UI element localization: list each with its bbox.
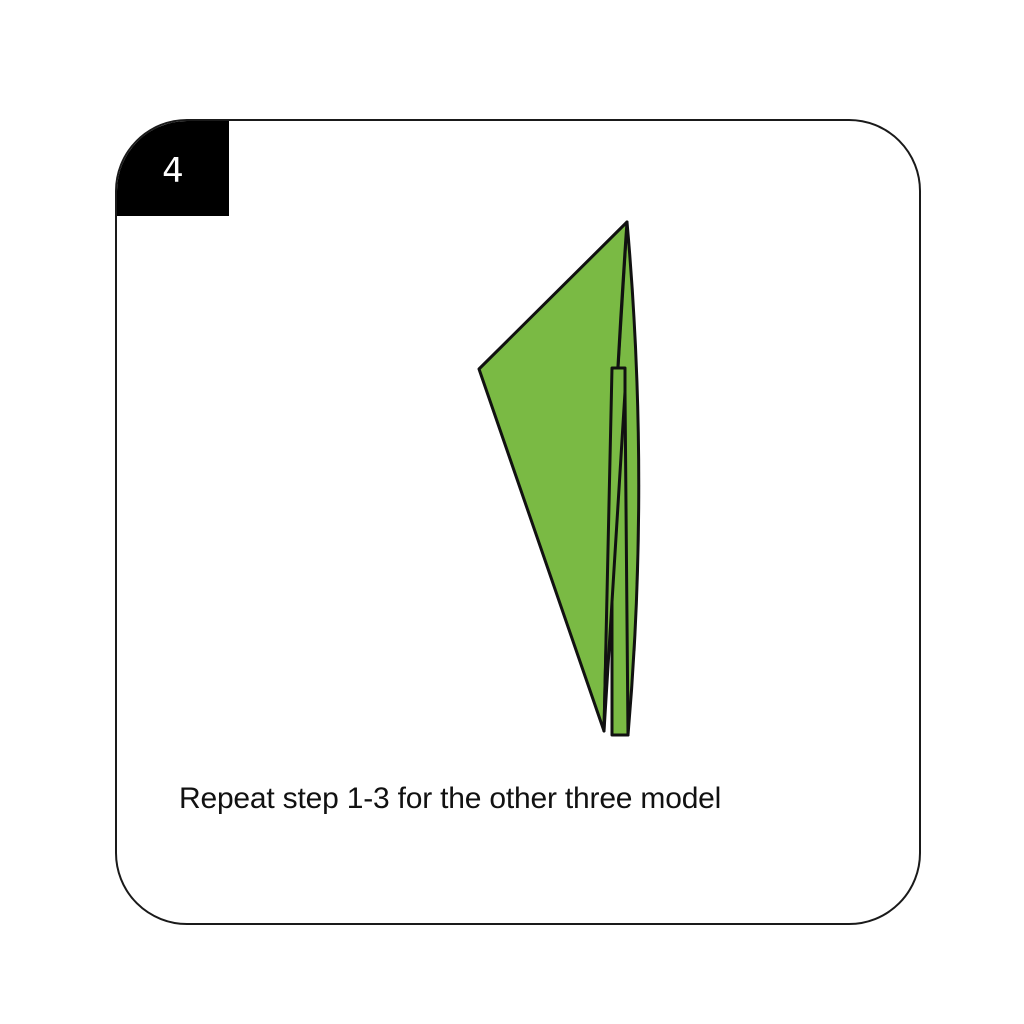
instruction-text: Repeat step 1-3 for the other three mode…: [179, 782, 722, 815]
step-number-badge: 4: [117, 121, 229, 216]
step-number: 4: [162, 150, 184, 191]
